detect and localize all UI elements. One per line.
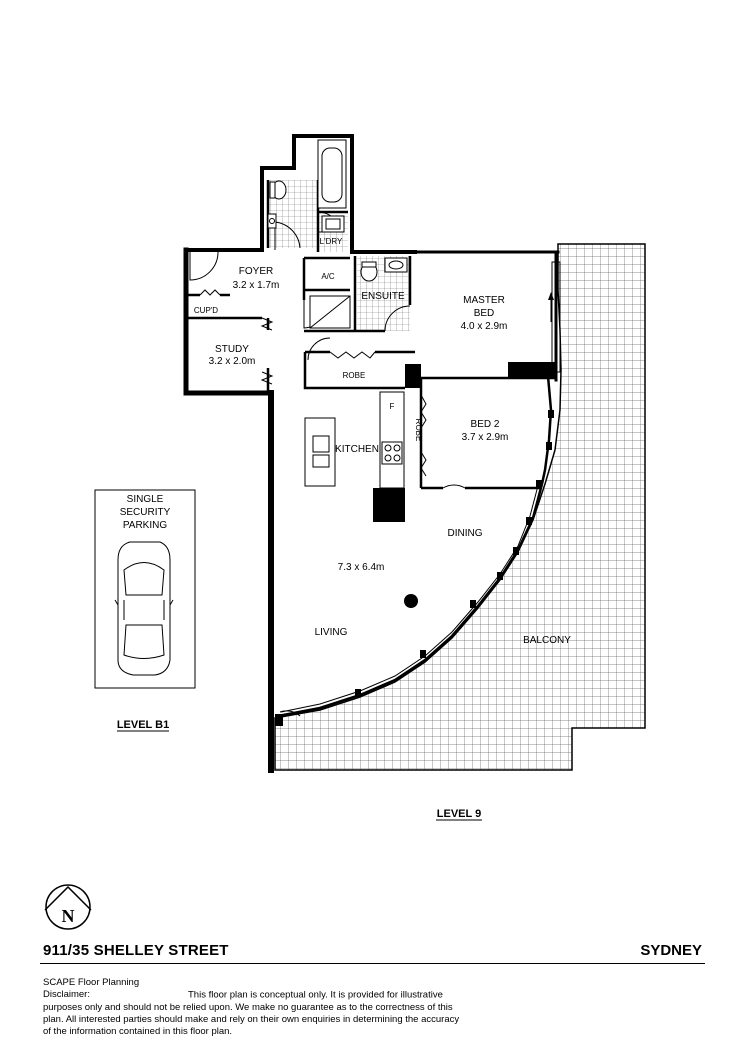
disclaimer-text-4: of the information contained in this flo… (43, 1026, 233, 1038)
compass-letter: N (62, 906, 75, 926)
master-bed-label-2: BED (474, 308, 495, 319)
parking-box (94, 489, 196, 689)
cupboard-label: CUP'D (194, 306, 218, 315)
disclaimer: SCAPE Floor Planning Disclaimer: This flo… (43, 977, 683, 1038)
parking-line-3: PARKING (123, 520, 167, 531)
kitchen-label: KITCHEN (335, 444, 379, 455)
ensuite-label: ENSUITE (361, 291, 405, 302)
foyer-size: 3.2 x 1.7m (233, 280, 280, 291)
curved-glass-wall (277, 483, 544, 718)
car-icon (114, 541, 174, 676)
dining-label: DINING (448, 528, 483, 539)
disclaimer-text-2: purposes only and should not be relied u… (43, 1001, 453, 1013)
study-size: 3.2 x 2.0m (209, 356, 256, 367)
bed2-size: 3.7 x 2.9m (462, 432, 509, 443)
level-b1-label: LEVEL B1 (117, 719, 169, 731)
foyer-label: FOYER (239, 266, 273, 277)
living-column (404, 594, 418, 608)
master-bed-label-1: MASTER (463, 295, 505, 306)
master-bed-size: 4.0 x 2.9m (461, 321, 508, 332)
balcony-area (274, 243, 646, 771)
disclaimer-label: SCAPE Floor Planning Disclaimer: (43, 977, 140, 1001)
north-compass-icon (44, 884, 92, 930)
bed2-label: BED 2 (471, 419, 500, 430)
balcony-label: BALCONY (523, 635, 571, 646)
property-address: 911/35 SHELLEY STREET (43, 942, 229, 959)
ac-label: A/C (321, 272, 335, 281)
study-label: STUDY (215, 344, 249, 355)
parking-line-2: SECURITY (120, 507, 171, 518)
property-city: SYDNEY (640, 942, 702, 959)
exterior-walls (183, 134, 560, 773)
parking-line-1: SINGLE (127, 494, 164, 505)
footer-divider (40, 963, 705, 964)
living-size: 7.3 x 6.4m (338, 562, 385, 573)
level-9-label: LEVEL 9 (437, 808, 481, 820)
laundry-label: L'DRY (320, 237, 343, 246)
robe-label: ROBE (343, 371, 366, 380)
bathroom-fixtures (267, 139, 408, 329)
disclaimer-text-3: plan. All interested parties should make… (43, 1013, 460, 1025)
bed2-glass-wall (540, 375, 553, 485)
disclaimer-text-1: This floor plan is conceptual only. It i… (188, 989, 443, 1001)
living-label: LIVING (315, 627, 348, 638)
kitchen-fixtures (304, 391, 405, 489)
window-mullions (355, 410, 554, 697)
columns (275, 362, 556, 726)
bed2-robe-label: ROBE (414, 419, 423, 442)
fridge-label: F (390, 402, 395, 411)
